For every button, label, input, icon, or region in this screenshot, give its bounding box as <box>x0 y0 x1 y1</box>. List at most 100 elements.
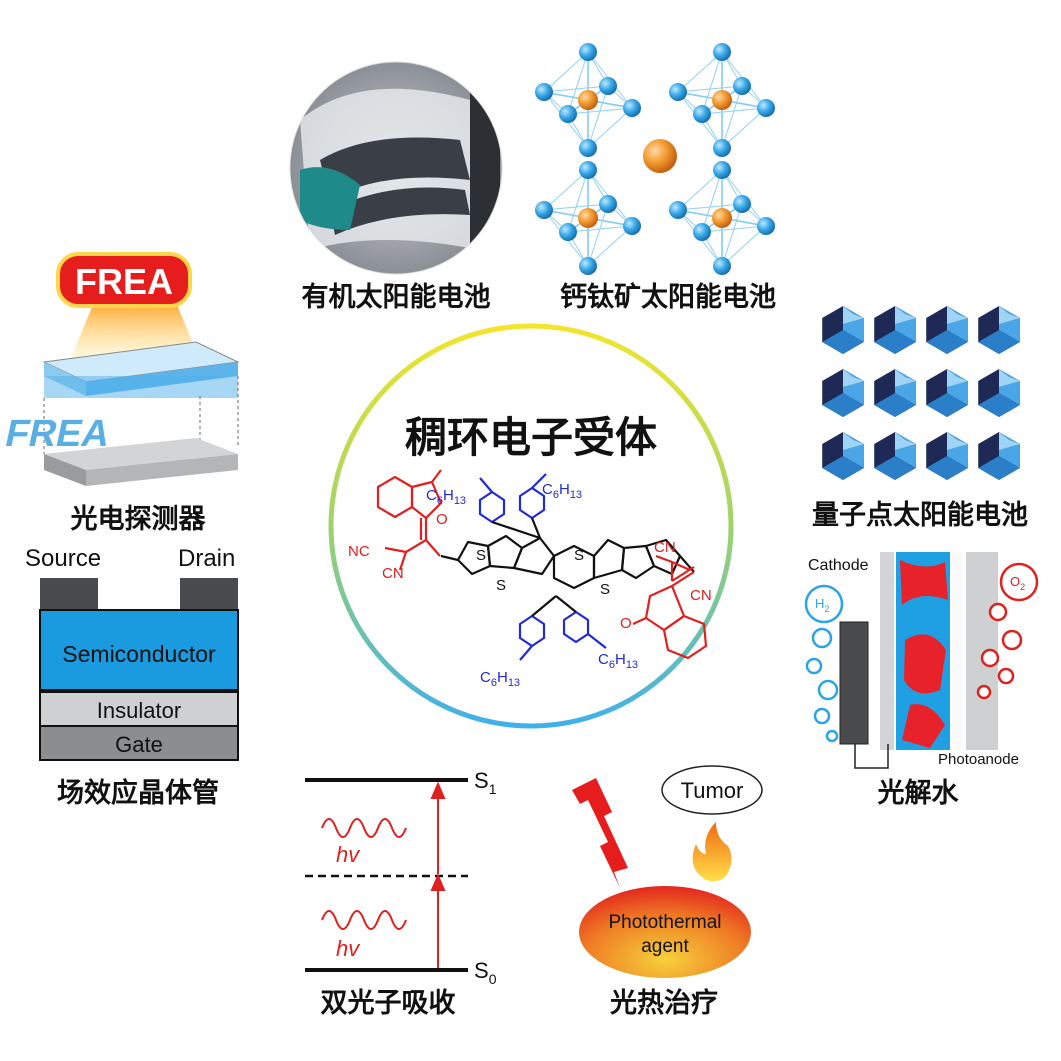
caption-organic-solar: 有机太阳能电池 <box>302 281 491 313</box>
right-end-group <box>632 554 708 660</box>
hexyl-label-2: C6H13 <box>542 481 582 501</box>
quantum-dot <box>822 306 864 354</box>
sulfur-1: S <box>476 547 486 564</box>
ofet-device: Source Drain Semiconductor Insulator Gat… <box>25 545 239 761</box>
hexyl-label-4: C6H13 <box>598 651 638 671</box>
anion-sphere <box>733 77 751 95</box>
h2-label: H2 <box>815 596 829 614</box>
b-site-cation <box>578 208 598 228</box>
photodetector-panel: FREA FREA <box>2 252 240 486</box>
a-site-cation <box>643 139 677 173</box>
quantum-dot-grid <box>822 306 1020 480</box>
hexylphenyl-groups <box>478 473 607 661</box>
cn-right-top: CN <box>654 539 676 556</box>
quantum-dot <box>874 306 916 354</box>
anion-sphere <box>579 257 597 275</box>
photon-wave-1 <box>321 818 407 838</box>
tumor-bubble <box>661 765 763 815</box>
anion-sphere <box>535 83 553 101</box>
caption-perovskite-solar: 钙钛矿太阳能电池 <box>560 281 776 313</box>
anion-sphere <box>559 105 577 123</box>
oxygen-right: O <box>620 615 632 632</box>
excitation-arrows <box>430 781 446 968</box>
b-site-cation <box>712 208 732 228</box>
sulfur-4: S <box>600 581 610 598</box>
s1-label: S1 <box>474 768 497 797</box>
cn-left: CN <box>382 565 404 582</box>
photoanode-glass-left <box>880 552 894 750</box>
anion-sphere <box>623 99 641 117</box>
semiconductor-layer <box>39 609 239 691</box>
anion-sphere <box>713 139 731 157</box>
two-photon-diagram: hv hv S1 S0 <box>305 768 497 987</box>
anion-sphere <box>713 161 731 179</box>
sulfur-2: S <box>496 577 506 594</box>
anion-sphere <box>599 77 617 95</box>
anion-sphere <box>599 195 617 213</box>
photothermal-panel: Tumor Photothermal agent <box>572 765 763 978</box>
quantum-dot <box>822 432 864 480</box>
hv-label-1: hv <box>336 842 361 867</box>
quantum-dot <box>874 369 916 417</box>
molecule-labels: C6H13 C6H13 C6H13 C6H13 S S S S O O NC C… <box>348 481 712 689</box>
caption-water-splitting: 光解水 <box>877 778 960 809</box>
photothermal-agent <box>579 886 751 978</box>
nc-left: NC <box>348 543 370 560</box>
anion-sphere <box>757 217 775 235</box>
source-label: Source <box>25 545 101 572</box>
flame-icon <box>692 822 732 882</box>
anion-sphere <box>757 99 775 117</box>
b-site-cation <box>712 90 732 110</box>
caption-photodetector: 光电探测器 <box>70 504 207 535</box>
h2-bubbles <box>804 584 844 743</box>
drain-electrode <box>180 578 238 610</box>
anion-sphere <box>693 223 711 241</box>
perovskite-lattice <box>535 43 775 275</box>
b-site-cation <box>578 90 598 110</box>
quantum-dot <box>978 369 1020 417</box>
agent-label-line2: agent <box>641 936 689 957</box>
caption-quantum-dot-solar: 量子点太阳能电池 <box>812 499 1028 531</box>
cathode-label: Cathode <box>808 557 869 574</box>
frea-badge-text: FREA <box>75 261 173 302</box>
semiconductor-label: Semiconductor <box>62 641 216 667</box>
molecule-structure <box>376 469 708 661</box>
anion-sphere <box>669 83 687 101</box>
gate-layer <box>39 725 239 761</box>
anion-sphere <box>713 43 731 61</box>
anion-sphere <box>579 43 597 61</box>
oxygen-left: O <box>436 511 448 528</box>
frea-pattern: FREA <box>2 412 114 455</box>
tumor-label: Tumor <box>681 778 744 803</box>
caption-photothermal: 光热治疗 <box>609 987 718 1019</box>
sulfur-3: S <box>574 547 584 564</box>
anion-sphere <box>579 139 597 157</box>
o2-bubbles <box>976 562 1039 700</box>
organic-solar-panel <box>289 61 503 275</box>
light-glow <box>70 300 200 360</box>
gradient-ring <box>328 323 734 729</box>
anion-sphere <box>713 257 731 275</box>
center-ring-panel: 稠环电子受体 <box>328 323 734 729</box>
hv-label-2: hv <box>336 936 361 961</box>
quantum-dot <box>926 369 968 417</box>
quantum-dot <box>926 306 968 354</box>
anion-sphere <box>535 201 553 219</box>
cathode-electrode <box>839 621 869 745</box>
insulator-layer <box>39 691 239 727</box>
anion-sphere <box>559 223 577 241</box>
quantum-dot <box>874 432 916 480</box>
insulator-label: Insulator <box>97 698 181 723</box>
anion-sphere <box>579 161 597 179</box>
frea-badge <box>56 252 192 308</box>
left-end-group <box>376 469 443 571</box>
gate-label: Gate <box>115 732 163 757</box>
quantum-dot <box>926 432 968 480</box>
agent-label-line1: Photothermal <box>608 912 721 933</box>
center-title: 稠环电子受体 <box>405 413 657 462</box>
hexyl-label-1: C6H13 <box>426 487 466 507</box>
anion-sphere <box>669 201 687 219</box>
hexyl-label-3: C6H13 <box>480 669 520 689</box>
anion-sphere <box>693 105 711 123</box>
photoanode-label: Photoanode <box>938 751 1019 768</box>
